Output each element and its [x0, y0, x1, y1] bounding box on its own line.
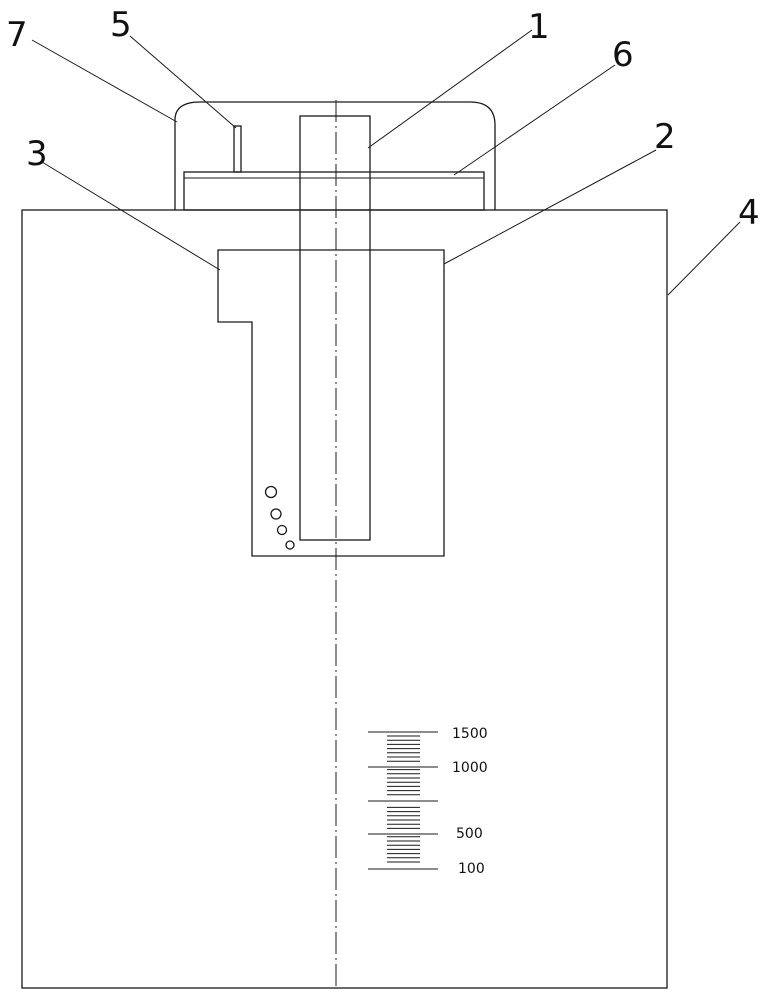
plate [183, 171, 485, 211]
leader-line-1 [367, 29, 533, 149]
bubble [270, 508, 282, 520]
small-rod [233, 125, 242, 173]
bubble [276, 524, 288, 536]
scale-label-1500: 1500 [452, 726, 488, 742]
callout-1: 1 [528, 7, 550, 47]
leader-line-5 [129, 35, 237, 129]
bubble [285, 540, 295, 550]
leader-line-4 [667, 221, 741, 296]
leader-line-3 [41, 161, 221, 271]
leader-line-6 [453, 64, 616, 176]
leader-line-2 [443, 149, 657, 265]
container-body [21, 209, 668, 989]
scale-label-1000: 1000 [452, 760, 488, 776]
callout-4: 4 [738, 193, 760, 233]
leader-line-7 [31, 39, 178, 123]
bubble [264, 485, 278, 499]
scale-label-500: 500 [456, 826, 483, 842]
cap [174, 101, 496, 210]
callout-5: 5 [110, 5, 132, 45]
callout-6: 6 [612, 35, 634, 75]
callout-3: 3 [26, 134, 48, 174]
callout-2: 2 [654, 117, 676, 157]
central-tube [299, 115, 371, 541]
volume-scale [368, 731, 438, 870]
inner-chamber [217, 249, 445, 557]
callout-7: 7 [6, 15, 28, 55]
scale-label-100: 100 [458, 861, 485, 877]
